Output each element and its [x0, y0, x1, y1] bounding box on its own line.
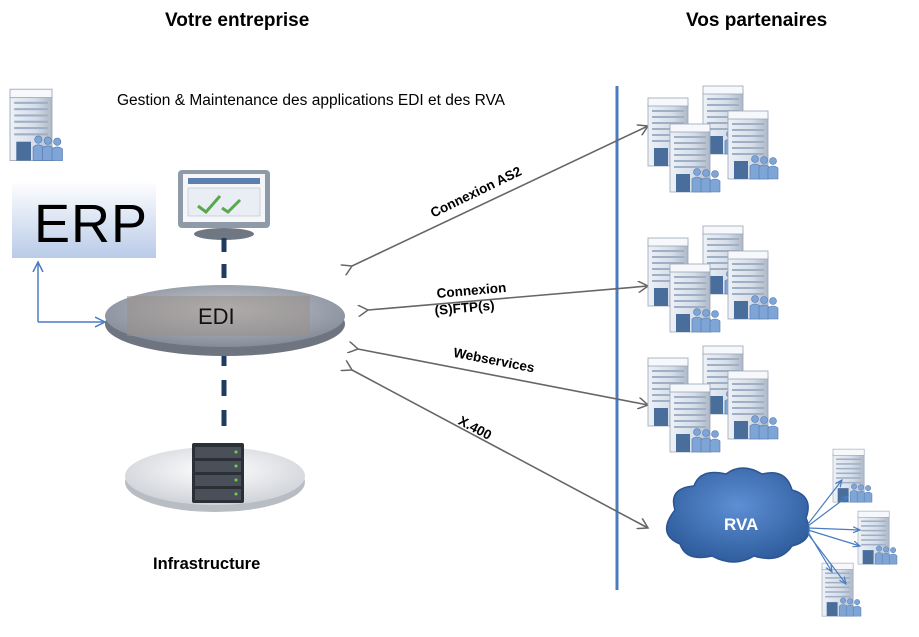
as2-arrow: [352, 126, 648, 266]
server-icon: [192, 443, 244, 503]
rva-label: RVA: [724, 515, 759, 534]
heading-enterprise: Votre entreprise: [165, 10, 310, 31]
maintenance-description: Gestion & Maintenance des applications E…: [117, 92, 506, 109]
partner-cluster-1-icon: [648, 86, 778, 192]
rva-building-1-icon: [832, 448, 873, 503]
infrastructure-label: Infrastructure: [153, 555, 261, 573]
rva-building-2-icon: [857, 510, 898, 565]
erp-label: ERP: [34, 194, 149, 254]
erp-box: [12, 181, 156, 258]
edi-label: EDI: [198, 304, 235, 329]
monitor-icon: [178, 170, 270, 240]
edi-disc: [105, 285, 345, 356]
partner-cluster-3-icon: [648, 346, 778, 452]
rva-building-3-icon: [821, 562, 862, 617]
sftp-arrow: [368, 286, 648, 310]
heading-partners: Vos partenaires: [686, 10, 828, 31]
partner-cluster-2-icon: [648, 226, 778, 332]
x400-arrow: [352, 370, 648, 528]
enterprise-building-icon: [9, 88, 64, 162]
rva-cloud-icon: [666, 467, 810, 563]
